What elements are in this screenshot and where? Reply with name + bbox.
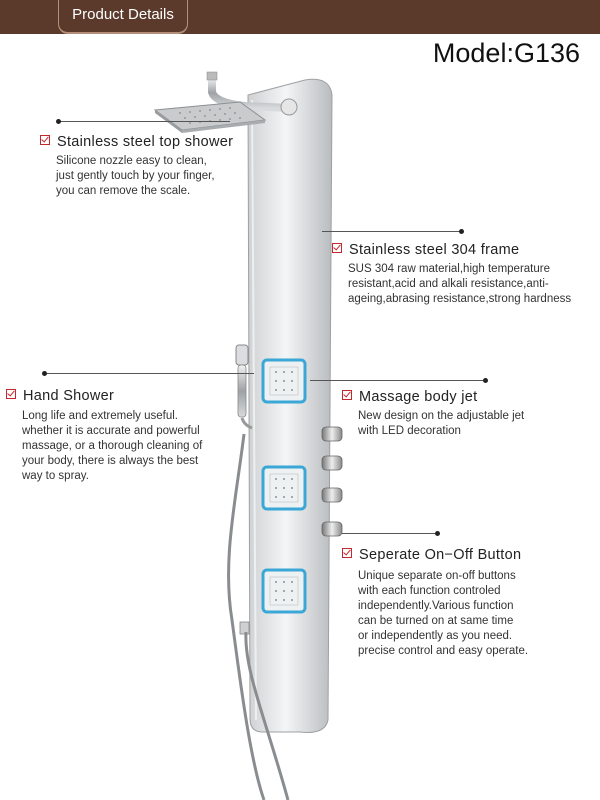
feature-title: Stainless steel top shower	[57, 134, 234, 150]
feature-frame: Stainless steel 304 frame SUS 304 raw ma…	[332, 242, 571, 307]
callout-dot-body-jet	[483, 378, 488, 383]
feature-desc-line: ageing,abrasing resistance,strong hardne…	[348, 293, 572, 305]
callout-dot-hand-shower	[42, 371, 47, 376]
callout-line-hand-shower	[44, 373, 254, 374]
feature-desc-line: resistant,acid and alkali resistance,ant…	[348, 278, 549, 290]
feature-desc-line: Silicone nozzle easy to clean,	[56, 155, 207, 167]
feature-desc-line: just gently touch by your finger,	[56, 170, 215, 182]
hand-shower	[235, 344, 253, 635]
feature-onoff-button: Seperate On−Off Button Unique separate o…	[342, 547, 528, 659]
feature-desc-line: New design on the adjustable jet	[358, 410, 525, 422]
feature-desc-line: or independently as you need.	[358, 630, 513, 642]
callout-line-frame	[322, 231, 462, 232]
feature-hand-shower: Hand Shower Long life and extremely usef…	[6, 388, 202, 484]
feature-desc-line: Unique separate on-off buttons	[358, 570, 516, 582]
callout-line-top-shower	[58, 121, 230, 122]
checkbox-icon	[332, 243, 342, 253]
feature-desc-line: massage, or a thorough cleaning of	[22, 440, 203, 452]
shower-panel-illustration	[153, 71, 343, 800]
feature-desc-line: you can remove the scale.	[56, 185, 191, 197]
feature-title: Stainless steel 304 frame	[349, 242, 520, 258]
feature-desc-line: Long life and extremely useful.	[22, 410, 178, 422]
feature-desc-line: whether it is accurate and powerful	[22, 425, 200, 437]
callout-line-onoff	[342, 533, 438, 534]
checkbox-icon	[6, 389, 16, 399]
feature-desc-line: way to spray.	[22, 470, 89, 482]
checkbox-icon	[342, 548, 352, 558]
feature-desc-line: precise control and easy operate.	[358, 645, 529, 657]
product-details-tab: Product Details	[58, 0, 188, 34]
feature-top-shower: Stainless steel top shower Silicone nozz…	[40, 134, 233, 199]
shower-hose	[227, 433, 266, 800]
checkbox-icon	[342, 390, 352, 400]
feature-desc-line: can be turned on at same time	[358, 615, 514, 627]
rain-shower-head	[153, 101, 267, 133]
feature-desc-line: with LED decoration	[358, 425, 461, 437]
callout-line-body-jet	[310, 380, 486, 381]
checkbox-icon	[40, 135, 50, 145]
feature-desc-line: SUS 304 raw material,high temperature	[348, 263, 550, 275]
feature-body-jet: Massage body jet New design on the adjus…	[342, 389, 524, 439]
callout-dot-onoff	[435, 531, 440, 536]
model-number: Model:G136	[432, 38, 580, 68]
callout-dot-top-shower	[56, 119, 61, 124]
feature-desc-line: your body, there is always the best	[22, 455, 199, 467]
feature-title: Hand Shower	[23, 388, 115, 404]
feature-title: Massage body jet	[359, 389, 478, 405]
tab-label: Product Details	[72, 6, 174, 23]
callout-dot-frame	[459, 229, 464, 234]
panel-body	[247, 78, 333, 733]
feature-title: Seperate On−Off Button	[359, 547, 522, 563]
feature-desc-line: independently.Various function	[358, 600, 514, 612]
feature-desc-line: with each function controled	[358, 585, 501, 597]
control-knobs	[321, 426, 343, 537]
